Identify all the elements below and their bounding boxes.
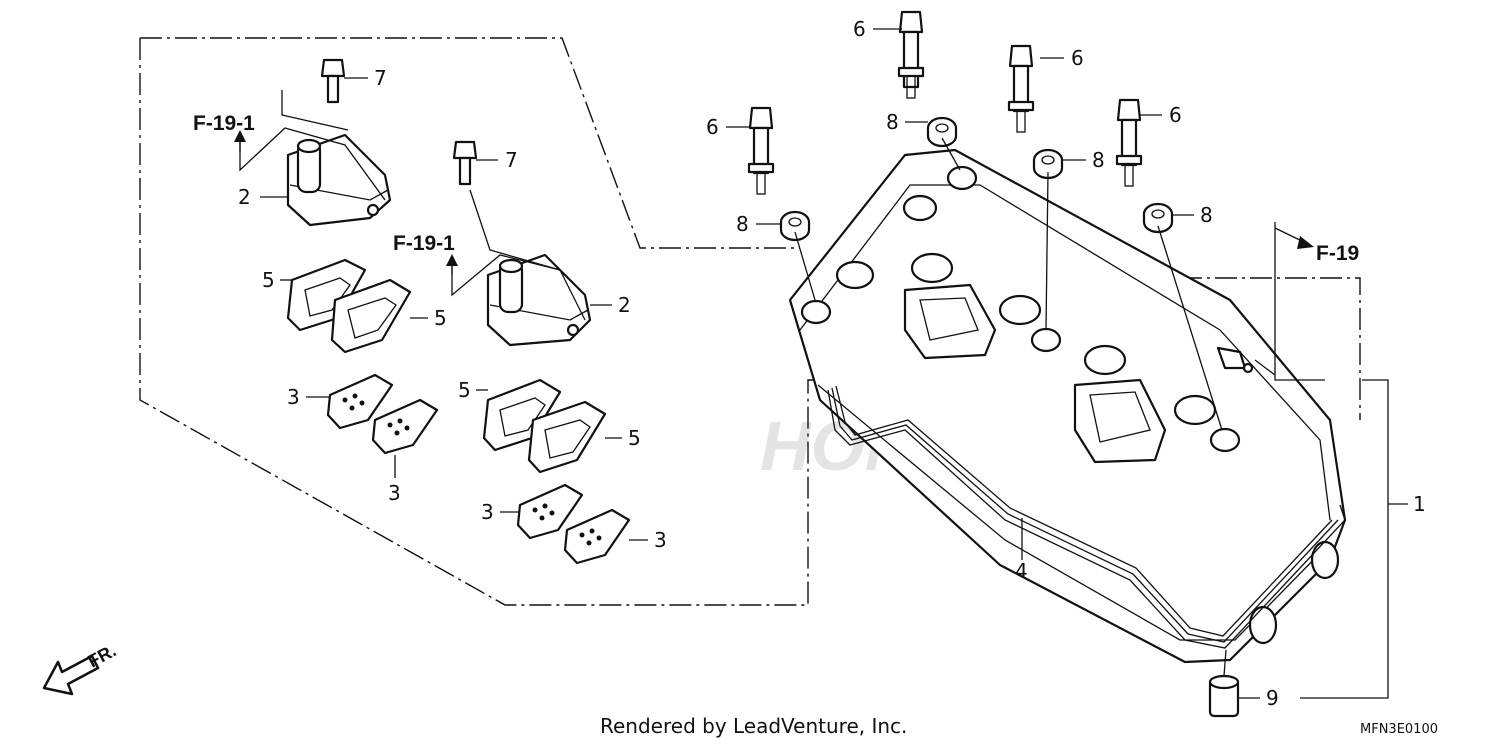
callout-9: 9	[1266, 686, 1279, 710]
callout-1: 1	[1413, 492, 1426, 516]
cap-3-d[interactable]	[563, 508, 631, 565]
cap-3-c[interactable]	[516, 483, 584, 540]
ref-f-19-1-a[interactable]: F-19-1	[193, 112, 255, 135]
ignition-coil-a[interactable]	[286, 133, 392, 227]
grommet-8-b[interactable]	[1032, 148, 1064, 180]
callout-7-a: 7	[374, 66, 387, 90]
callout-5-c: 5	[458, 378, 471, 402]
bracket-part-1	[1300, 379, 1389, 699]
collar-9[interactable]	[1208, 674, 1240, 718]
ignition-coil-b[interactable]	[486, 253, 592, 347]
bolt-6-b[interactable]	[1007, 44, 1035, 133]
head-cover-gasket[interactable]	[827, 385, 1346, 649]
diagram-code: MFN3E0100	[1360, 722, 1438, 737]
cap-3-b[interactable]	[371, 398, 439, 455]
bolt-6-d[interactable]	[1115, 98, 1143, 187]
cylinder-head-cover[interactable]	[788, 148, 1347, 664]
seal-5-b[interactable]	[330, 278, 412, 354]
callout-8-d: 8	[1200, 203, 1213, 227]
grommet-8-a[interactable]	[926, 116, 958, 148]
callout-4: 4	[1015, 559, 1028, 583]
seal-5-d[interactable]	[527, 400, 607, 474]
callout-6-b: 6	[1071, 46, 1084, 70]
rendered-by-text: Rendered by LeadVenture, Inc.	[600, 714, 907, 738]
grommet-8-c[interactable]	[779, 210, 811, 242]
callout-8-a: 8	[886, 110, 899, 134]
cap-3-a[interactable]	[326, 373, 394, 430]
callout-2-a: 2	[238, 185, 251, 209]
callout-3-a: 3	[287, 385, 300, 409]
coil-group-outline	[140, 37, 800, 249]
callout-6-a: 6	[853, 17, 866, 41]
callout-5-b: 5	[434, 306, 447, 330]
callout-3-d: 3	[654, 528, 667, 552]
ref-f-19-1-b[interactable]: F-19-1	[393, 232, 455, 255]
callout-3-b: 3	[388, 481, 401, 505]
leader-lines	[260, 28, 1260, 699]
callout-8-b: 8	[1092, 148, 1105, 172]
front-direction-arrow: FR.	[42, 640, 119, 696]
callout-6-d: 6	[1169, 103, 1182, 127]
callout-6-c: 6	[706, 115, 719, 139]
reference-arrows	[234, 130, 1325, 381]
bolt-6-a[interactable]	[897, 10, 925, 99]
callout-8-c: 8	[736, 212, 749, 236]
callout-5-a: 5	[262, 268, 275, 292]
callout-3-c: 3	[481, 500, 494, 524]
bolt-6-c[interactable]	[747, 106, 775, 195]
callout-2-b: 2	[618, 293, 631, 317]
callout-5-d: 5	[628, 426, 641, 450]
grommet-8-d[interactable]	[1142, 202, 1174, 234]
callout-7-b: 7	[505, 148, 518, 172]
coil-bolt-7-b[interactable]	[452, 140, 478, 186]
coil-bolt-7-a[interactable]	[320, 58, 346, 104]
ref-f-19[interactable]: F-19	[1316, 242, 1359, 265]
cover-group-outline	[1180, 277, 1361, 420]
